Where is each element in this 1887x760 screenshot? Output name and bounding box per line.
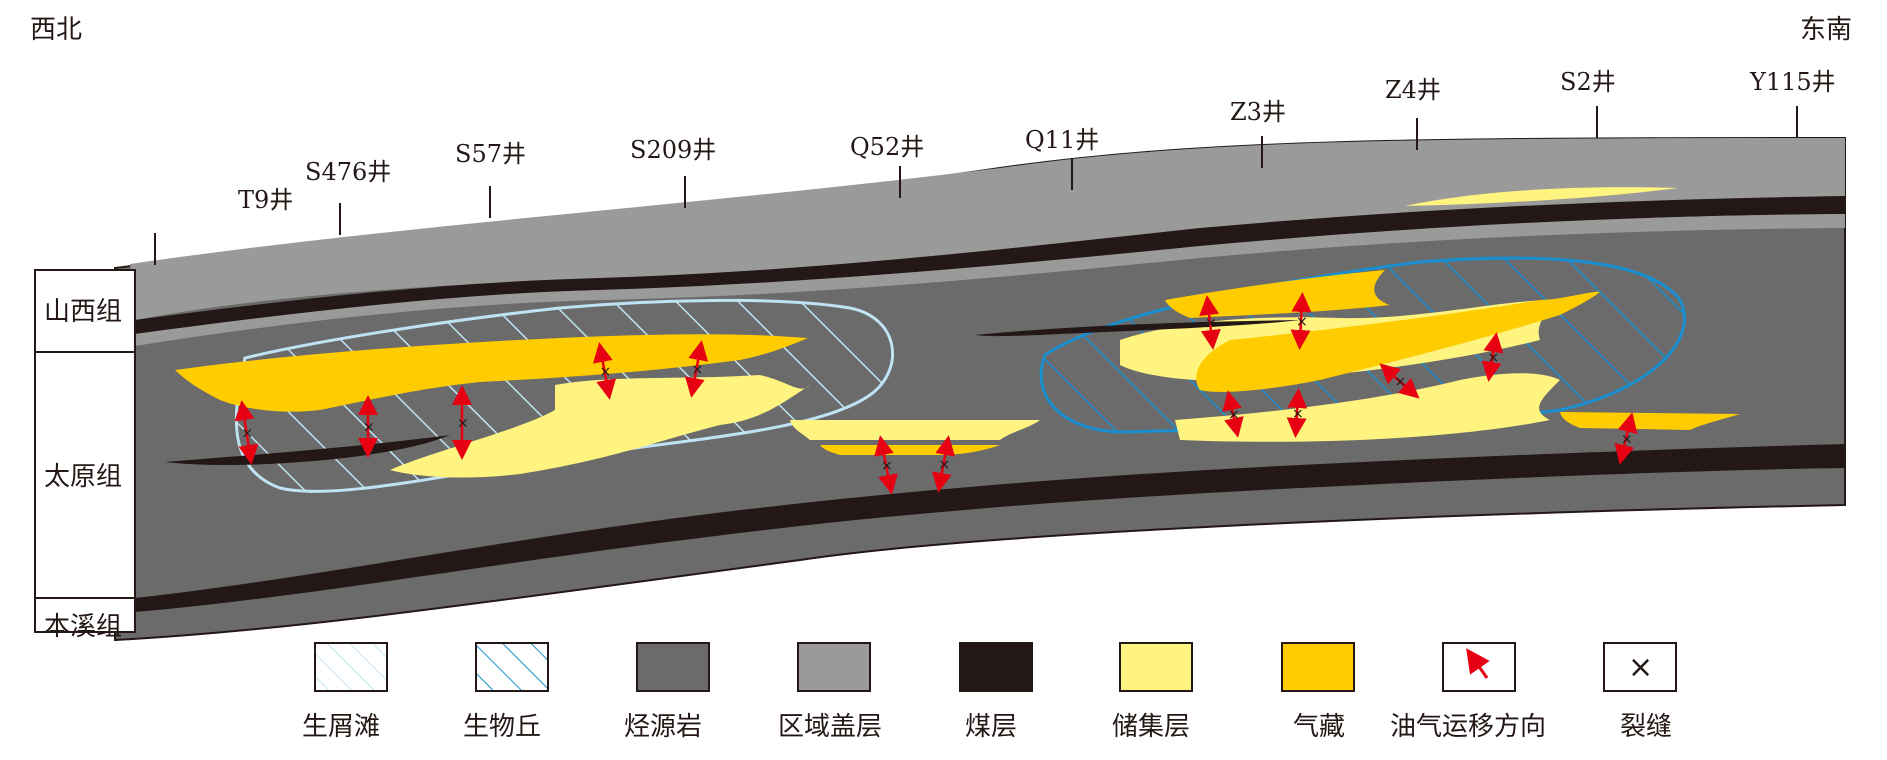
legend-label-bioherm: 生物丘 — [463, 712, 541, 742]
gas-reservoir-1 — [175, 334, 808, 412]
legend-arrow-icon — [1466, 648, 1490, 679]
well-label-z4: Z4井 — [1385, 76, 1441, 104]
well-label-q11: Q11井 — [1025, 126, 1099, 154]
fracture-mark: × — [242, 426, 254, 442]
migration-arrow — [1199, 295, 1221, 350]
formation-column: 山西组 太原组 本溪组 — [34, 269, 136, 642]
legend-fracture-icon: × — [1628, 650, 1653, 685]
fracture-mark: × — [1621, 432, 1633, 448]
reservoir-2 — [790, 420, 1040, 440]
legend-label-regional-caprock: 区域盖层 — [778, 712, 882, 742]
legend-item-bio-debris-beach: 生屑滩 — [302, 642, 388, 742]
legend: 生屑滩 生物丘 烃源岩 区域盖层 煤层 储集层 气藏 油气运移方向 × 裂缝 — [302, 642, 1677, 742]
migration-arrow — [592, 342, 617, 400]
legend-label-bio-debris-beach: 生屑滩 — [302, 712, 380, 742]
legend-item-gas-reservoir: 气藏 — [1281, 642, 1355, 742]
migration-arrow — [1614, 412, 1638, 465]
coal-seam-lower — [135, 444, 1845, 612]
well-label-z3: Z3井 — [1230, 98, 1286, 126]
legend-item-regional-caprock: 区域盖层 — [778, 642, 882, 742]
formation-label-shanxi: 山西组 — [44, 297, 122, 327]
legend-label-source-rock: 烃源岩 — [624, 712, 702, 742]
direction-label-northwest: 西北 — [30, 15, 82, 45]
legend-label-reservoir: 储集层 — [1112, 712, 1190, 742]
migration-arrow — [234, 400, 259, 465]
legend-swatch-source-rock — [636, 642, 710, 692]
fracture-mark: × — [363, 420, 375, 436]
fracture-mark: × — [1488, 350, 1500, 366]
migration-arrow — [1222, 390, 1244, 438]
gas-reservoir-4 — [1196, 291, 1600, 392]
legend-swatch-reservoir — [1119, 642, 1193, 692]
legend-label-migration-direction: 油气运移方向 — [1390, 712, 1546, 742]
migration-arrow — [1286, 388, 1308, 438]
legend-swatch-bioherm — [475, 642, 549, 692]
legend-swatch-bio-debris-beach — [314, 642, 388, 692]
legend-swatch-gas-reservoir — [1281, 642, 1355, 692]
coal-seam-upper — [135, 196, 1845, 334]
fracture-mark: × — [939, 457, 951, 473]
migration-arrow — [1481, 332, 1504, 382]
legend-item-bioherm: 生物丘 — [463, 642, 549, 742]
migration-arrow — [1290, 292, 1312, 350]
fracture-mark: × — [692, 362, 704, 378]
migration-arrow — [931, 435, 956, 493]
migration-arrow — [874, 435, 898, 495]
fracture-mark: × — [1205, 316, 1217, 332]
well-label-q52: Q52井 — [850, 133, 924, 161]
legend-label-coal-seam: 煤层 — [965, 712, 1017, 742]
well-label-s57: S57井 — [455, 140, 526, 168]
well-markers: T9井 S476井 S57井 S209井 Q52井 Q11井 Z3井 Z4井 S2井 Y115井 — [154, 68, 1836, 265]
fracture-mark: × — [1292, 406, 1304, 422]
well-label-t9: T9井 — [238, 186, 293, 214]
legend-item-fracture: × 裂缝 — [1603, 642, 1677, 742]
legend-label-fracture: 裂缝 — [1620, 712, 1672, 742]
migration-arrow — [1379, 363, 1420, 399]
well-label-y115: Y115井 — [1749, 68, 1836, 96]
formation-label-benxi: 本溪组 — [44, 612, 122, 642]
caprock-lower-strip — [135, 214, 1845, 346]
fracture-mark: × — [1395, 374, 1407, 390]
formation-label-taiyuan: 太原组 — [44, 462, 122, 492]
legend-item-migration-direction: 油气运移方向 — [1390, 642, 1546, 742]
well-label-s2: S2井 — [1560, 68, 1616, 96]
well-label-s209: S209井 — [630, 136, 716, 164]
caprock-top — [130, 138, 1845, 320]
legend-item-reservoir: 储集层 — [1112, 642, 1193, 742]
fracture-mark: × — [881, 458, 893, 474]
migration-arrow — [684, 340, 709, 398]
legend-label-gas-reservoir: 气藏 — [1293, 712, 1345, 742]
reservoir-4 — [1175, 373, 1560, 442]
legend-swatch-coal-seam — [959, 642, 1033, 692]
fracture-mark: × — [1228, 407, 1240, 423]
legend-item-source-rock: 烃源岩 — [624, 642, 710, 742]
fracture-mark: × — [1296, 314, 1308, 330]
legend-item-coal-seam: 煤层 — [959, 642, 1033, 742]
legend-swatch-regional-caprock — [797, 642, 871, 692]
migration-arrows: × × × × × × × × × × × × × × — [234, 292, 1638, 495]
reservoir-5 — [1405, 187, 1678, 206]
well-label-s476: S476井 — [305, 158, 391, 186]
fracture-mark: × — [457, 416, 469, 432]
gas-reservoir-3 — [1165, 270, 1390, 318]
direction-label-southeast: 东南 — [1800, 15, 1852, 45]
fracture-mark: × — [600, 364, 612, 380]
gas-reservoir-5 — [1560, 412, 1740, 430]
legend-swatch-fracture — [1603, 642, 1677, 692]
reservoir-1 — [390, 375, 810, 478]
